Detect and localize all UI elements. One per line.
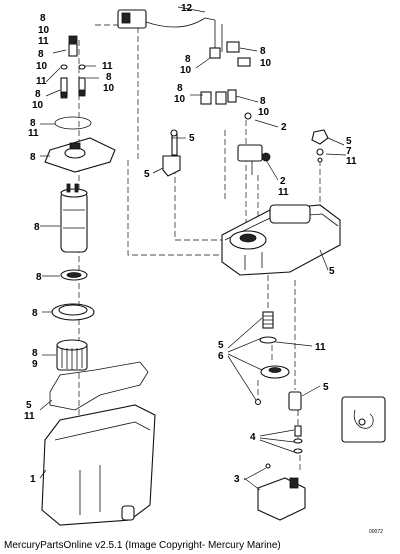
assembly-center-lines	[78, 24, 321, 470]
callout-7: 7	[346, 146, 352, 157]
pump-top-plate	[44, 137, 116, 173]
callout-8: 8	[32, 348, 38, 359]
callout-8: 8	[177, 83, 183, 94]
module-cover-assembly	[221, 204, 341, 276]
callout-10: 10	[260, 58, 272, 69]
callout-8: 8	[34, 222, 40, 233]
callout-12: 12	[181, 3, 193, 14]
callout-5: 5	[189, 133, 195, 144]
callout-5: 5	[329, 266, 335, 277]
callout-5: 5	[144, 169, 150, 180]
callout-2: 2	[280, 176, 286, 187]
callout-8: 8	[260, 46, 266, 57]
mid-right-sensors	[162, 89, 329, 177]
callout-8: 8	[35, 89, 41, 100]
callout-1: 1	[30, 474, 36, 485]
callout-11: 11	[315, 342, 326, 353]
callout-10: 10	[258, 107, 270, 118]
callout-11: 11	[102, 61, 113, 72]
callout-5: 5	[26, 400, 32, 411]
callout-8: 8	[30, 152, 36, 163]
wiring-harness	[117, 9, 251, 67]
pump-retainer	[51, 303, 95, 321]
callout-11: 11	[278, 187, 289, 198]
callout-8: 8	[40, 13, 46, 24]
callout-11: 11	[38, 36, 49, 47]
callout-8: 8	[36, 272, 42, 283]
callout-6: 6	[218, 351, 224, 362]
callout-8: 8	[260, 96, 266, 107]
callout-8: 8	[30, 118, 36, 129]
callout-8: 8	[32, 308, 38, 319]
electric-fuel-pump	[60, 183, 88, 253]
leader-lines	[39, 6, 347, 491]
pressure-regulator	[254, 311, 302, 411]
callout-11: 11	[28, 128, 39, 139]
callout-8: 8	[106, 72, 112, 83]
callout-10: 10	[36, 61, 48, 72]
callout-9: 9	[32, 359, 38, 370]
filter-screen	[56, 339, 88, 371]
reservoir-gasket	[49, 361, 149, 411]
callout-2: 2	[281, 122, 287, 133]
callout-5: 5	[323, 382, 329, 393]
callout-8: 8	[38, 49, 44, 60]
fuel-reservoir-housing	[41, 404, 156, 526]
callout-4: 4	[250, 432, 256, 443]
callout-numbers: 8 10 11 8 10 11 11 8 10 8 10 8 11 8 8 8 …	[24, 3, 357, 485]
detail-inset	[341, 396, 386, 443]
callout-11: 11	[24, 411, 35, 422]
callout-11: 11	[36, 76, 47, 87]
callout-10: 10	[180, 65, 192, 76]
upper-left-fittings	[60, 35, 86, 99]
callout-3: 3	[234, 474, 240, 485]
callout-10: 10	[32, 100, 44, 111]
callout-8: 8	[185, 54, 191, 65]
callout-11: 11	[346, 156, 357, 167]
pump-isolator-ring	[60, 269, 88, 281]
lower-right-parts	[257, 425, 306, 521]
copyright-footer: MercuryPartsOnline v2.5.1 (Image Copyrig…	[4, 540, 281, 551]
callout-10: 10	[38, 25, 50, 36]
callout-5: 5	[218, 340, 224, 351]
callout-5: 5	[346, 136, 352, 147]
callout-10: 10	[174, 94, 186, 105]
o-ring-large	[54, 116, 92, 130]
document-number: 00072	[369, 529, 383, 535]
callout-10: 10	[103, 83, 115, 94]
